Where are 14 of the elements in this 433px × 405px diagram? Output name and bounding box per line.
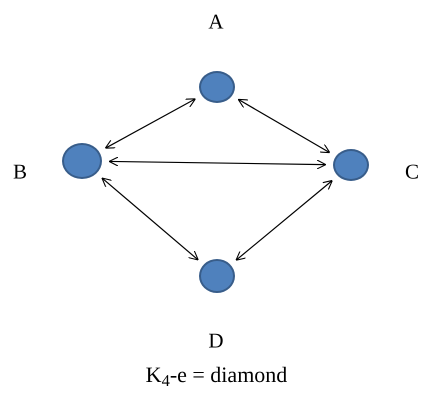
vertex-circle [333,149,369,181]
caption: K$_{4}$-e = diamond [144,364,288,386]
vertex-label: D [208,330,224,352]
double-arrow [101,177,199,261]
double-arrow [108,156,326,170]
vertex-label: B [13,162,27,182]
double-arrow [104,98,196,149]
double-arrow [235,180,333,261]
vertex-circle [62,143,102,179]
vertex-label: A [208,12,224,32]
vertex-circle [199,71,235,103]
vertex-label: C [405,162,419,182]
double-arrow [238,98,330,154]
vertex-circle [199,259,235,293]
